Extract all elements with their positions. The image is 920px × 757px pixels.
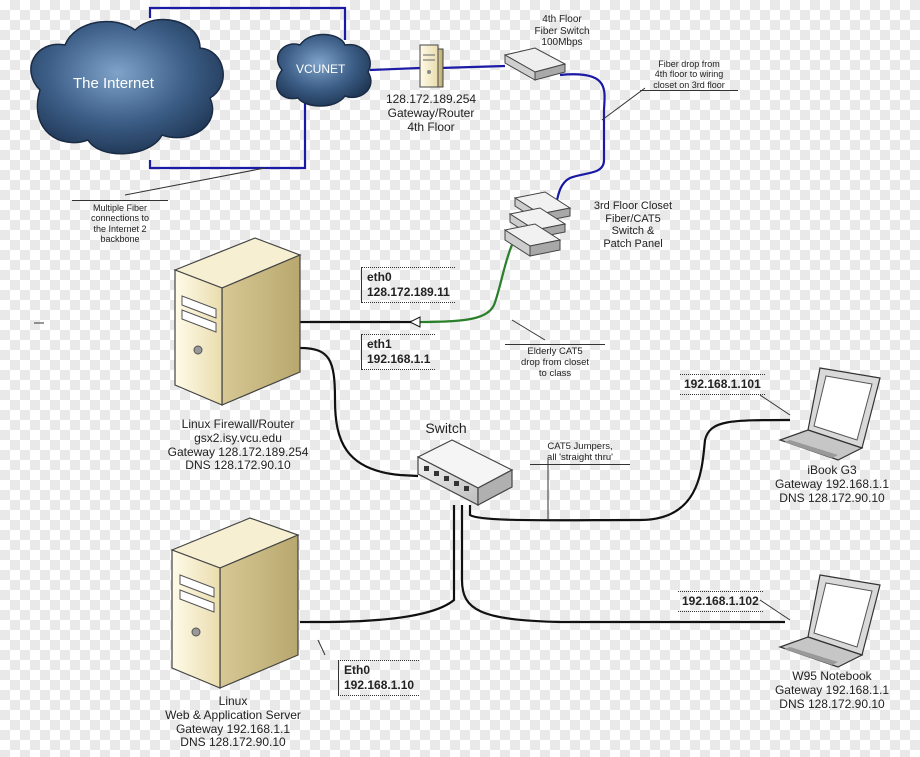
web-server-label: Linux Web & Application Server Gateway 1…	[143, 694, 323, 750]
jumpers-note: CAT5 Jumpers, all 'straight thru'	[530, 441, 630, 465]
eth0-name: eth0	[367, 270, 392, 284]
ibook-laptop-icon	[778, 367, 881, 461]
firewall-gateway: Gateway 128.172.189.254	[167, 444, 309, 459]
cat5-cables	[299, 320, 791, 624]
web-server-icon	[170, 517, 300, 689]
fiber-switch-label: 4th Floor Fiber Switch 100Mbps	[522, 14, 602, 49]
eth0-server-ip: 192.168.1.10	[344, 678, 415, 692]
closet-line-2: Fiber/CAT5	[605, 212, 661, 225]
ibook-label: iBook G3 Gateway 192.168.1.1 DNS 128.172…	[762, 463, 902, 505]
cat5-drop-cable	[419, 244, 513, 324]
ibook-dns: DNS 128.172.90.10	[779, 490, 885, 505]
jumpers-line-2: all 'straight thru'	[547, 451, 613, 463]
eth0-server-box: Eth0 192.168.1.10	[338, 660, 420, 696]
gateway-router-label: 128.172.189.254 Gateway/Router 4th Floor	[376, 92, 486, 134]
w95-dns: DNS 128.172.90.10	[779, 696, 885, 711]
multiple-fiber-note: Multiple Fiber connections to the Intern…	[72, 200, 168, 244]
firewall-name: Linux Firewall/Router	[181, 417, 295, 431]
eth0-firewall-box: eth0 128.172.189.11	[361, 267, 455, 303]
closet-line-4: Patch Panel	[603, 237, 663, 250]
fiber-switch-speed: 100Mbps	[541, 37, 583, 48]
firewall-dns: DNS 128.172.90.10	[185, 458, 291, 473]
firewall-hostname: gsx2.isy.vcu.edu	[194, 430, 282, 445]
fiber-switch-name: Fiber Switch	[534, 25, 590, 37]
ibook-name: iBook G3	[807, 463, 857, 477]
cable-connector-icon	[408, 316, 421, 328]
fiber-switch-icon	[503, 47, 567, 81]
w95-name: W95 Notebook	[792, 669, 872, 683]
internet-label: The Internet	[73, 75, 154, 92]
firewall-label: Linux Firewall/Router gsx2.isy.vcu.edu G…	[148, 417, 328, 473]
vcunet-cloud-icon	[276, 33, 372, 107]
web-server-gateway: Gateway 192.168.1.1	[175, 721, 291, 736]
fiber-switch-floor: 4th Floor	[542, 14, 582, 25]
fiber-drop-line-1: Fiber drop from	[658, 59, 720, 69]
eth1-name: eth1	[367, 337, 392, 351]
ibook-ip: 192.168.1.101	[680, 374, 765, 395]
firewall-server-icon	[173, 237, 302, 406]
w95-ip: 192.168.1.102	[678, 591, 763, 612]
eth1-firewall-box: eth1 192.168.1.1	[361, 334, 436, 370]
web-server-os: Linux	[218, 694, 248, 708]
multiple-fiber-line-4: backbone	[100, 234, 140, 245]
w95-laptop-icon	[778, 574, 881, 668]
switch-label: Switch	[425, 420, 467, 436]
w95-label: W95 Notebook Gateway 192.168.1.1 DNS 128…	[762, 669, 902, 711]
gateway-router-icon	[419, 44, 444, 88]
internet-cloud-icon	[30, 18, 224, 155]
fiber-drop-line-2: 4th floor to wiring	[654, 69, 724, 80]
web-server-dns: DNS 128.172.90.10	[180, 735, 286, 750]
eth1-ip: 192.168.1.1	[367, 352, 431, 366]
gateway-role: Gateway/Router	[387, 105, 475, 120]
gateway-floor: 4th Floor	[407, 119, 455, 134]
cat5-note-line-1: Elderly CAT5	[527, 346, 583, 357]
ibook-gateway: Gateway 192.168.1.1	[774, 476, 890, 491]
w95-gateway: Gateway 192.168.1.1	[774, 682, 890, 697]
jumpers-line-1: CAT5 Jumpers,	[547, 441, 613, 452]
switch-icon	[416, 439, 514, 506]
multiple-fiber-line-3: the Internet 2	[93, 223, 147, 234]
multiple-fiber-line-1: Multiple Fiber	[92, 203, 148, 213]
fiber-drop-note: Fiber drop from 4th floor to wiring clos…	[640, 59, 738, 92]
vcunet-label: VCUNET	[296, 62, 346, 76]
closet-switch-icon	[503, 191, 572, 257]
cat5-note-line-2: drop from closet	[520, 356, 590, 368]
cat5-note-line-3: to class	[538, 367, 572, 379]
closet-line-1: 3rd Floor Closet	[593, 200, 673, 212]
gateway-ip: 128.172.189.254	[385, 92, 477, 106]
closet-switch-label: 3rd Floor Closet Fiber/CAT5 Switch & Pat…	[578, 200, 688, 251]
closet-line-3: Switch &	[611, 225, 655, 238]
callout-lines	[34, 87, 791, 656]
eth0-ip: 128.172.189.11	[367, 285, 450, 299]
cat5-drop-note: Elderly CAT5 drop from closet to class	[505, 344, 605, 380]
multiple-fiber-line-2: connections to	[90, 213, 150, 224]
web-server-role: Web & Application Server	[165, 707, 301, 722]
fiber-drop-line-3: closet on 3rd floor	[653, 79, 725, 90]
fiber-cables	[148, 6, 606, 206]
eth0-server-name: Eth0	[344, 663, 371, 677]
